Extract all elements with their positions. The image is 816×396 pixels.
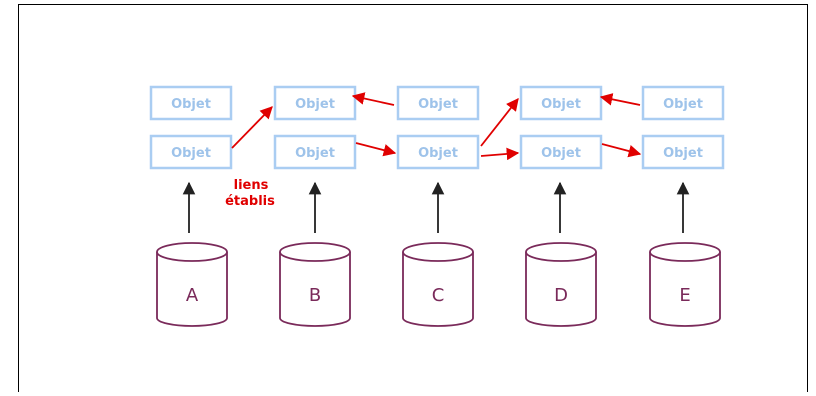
object-d-top: Objet <box>519 85 603 121</box>
object-c-top: Objet <box>396 85 480 121</box>
annotation-line-2: établis <box>225 194 275 209</box>
object-label: Objet <box>295 97 335 112</box>
database-e: E <box>649 242 721 327</box>
object-d-bottom: Objet <box>519 134 603 170</box>
object-label: Objet <box>663 97 703 112</box>
database-d: D <box>525 242 597 327</box>
database-label: C <box>432 285 445 306</box>
diagram-frame <box>18 4 808 392</box>
database-label: B <box>309 285 321 306</box>
object-a-top: Objet <box>149 85 233 121</box>
database-a: A <box>156 242 228 327</box>
annotation-line-1: liens <box>234 178 269 193</box>
database-label: E <box>679 285 690 306</box>
object-e-bottom: Objet <box>641 134 725 170</box>
link-arrow-d-e <box>601 143 642 158</box>
link-arrow-c-b <box>351 92 395 106</box>
link-arrow-a-b <box>231 106 273 149</box>
database-c: C <box>402 242 474 327</box>
object-label: Objet <box>418 146 458 161</box>
link-arrow-c-d-top <box>480 98 519 147</box>
object-e-top: Objet <box>641 85 725 121</box>
object-c-bottom: Objet <box>396 134 480 170</box>
object-b-top: Objet <box>273 85 357 121</box>
database-b: B <box>279 242 351 327</box>
object-label: Objet <box>295 146 335 161</box>
link-arrow-c-d-bottom <box>480 147 520 161</box>
object-a-bottom: Objet <box>149 134 233 170</box>
object-label: Objet <box>171 146 211 161</box>
database-label: D <box>554 285 568 306</box>
link-arrow-b-c <box>355 142 397 157</box>
object-label: Objet <box>541 97 581 112</box>
object-label: Objet <box>663 146 703 161</box>
link-arrow-e-d <box>599 93 641 106</box>
object-label: Objet <box>541 146 581 161</box>
object-label: Objet <box>418 97 458 112</box>
object-label: Objet <box>171 97 211 112</box>
database-label: A <box>186 285 199 306</box>
object-b-bottom: Objet <box>273 134 357 170</box>
